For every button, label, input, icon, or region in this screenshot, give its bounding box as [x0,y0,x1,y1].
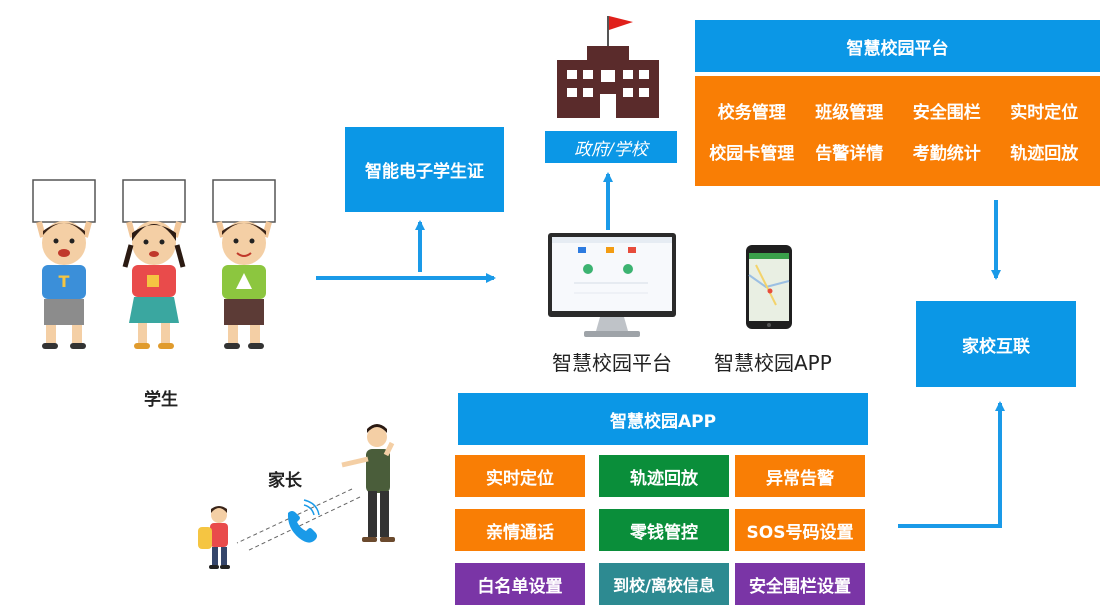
app-feature-3: 亲情通话 [455,509,585,551]
app-feature-1: 轨迹回放 [599,455,729,497]
arrow-app-to-home-school [898,401,1005,528]
app-feature-label: 白名单设置 [477,576,563,597]
student-id-card-label: 智能电子学生证 [365,162,484,182]
monitor-icon [548,233,676,337]
phone-icon [746,245,792,329]
platform-panel-title-label: 智慧校园平台 [846,38,949,59]
app-feature-2: 异常告警 [735,455,865,497]
app-caption: 智慧校园APP [714,351,832,375]
home-school-label: 家校互联 [962,336,1030,357]
child-figure [198,506,230,569]
platform-feature: 考勤统计 [912,144,981,164]
platform-feature: 告警详情 [815,144,884,164]
platform-panel-title: 智慧校园平台 [695,20,1100,72]
app-feature-6: 白名单设置 [455,563,585,605]
app-feature-label: 异常告警 [766,468,834,489]
app-feature-0: 实时定位 [455,455,585,497]
app-feature-label: SOS号码设置 [746,522,854,543]
platform-feature: 轨迹回放 [1010,144,1079,164]
school-building-icon [557,16,659,118]
platform-panel-features: 校务管理 班级管理 安全围栏 实时定位 校园卡管理 告警详情 考勤统计 轨迹回放 [695,76,1100,186]
parent-figure [341,424,395,542]
parent-child-illustration [198,424,395,569]
app-panel-title-label: 智慧校园APP [609,411,717,432]
student-3 [212,179,276,349]
svg-text:T: T [59,272,70,291]
gov-school-node: 政府/学校 [545,131,677,163]
app-feature-7: 到校/离校信息 [599,563,729,605]
app-feature-5: SOS号码设置 [735,509,865,551]
students-illustration: T [32,179,276,349]
phone-call-icon [287,499,320,543]
home-school-node: 家校互联 [916,301,1076,387]
platform-feature: 校务管理 [717,103,786,123]
platform-feature: 校园卡管理 [709,144,795,164]
platform-caption: 智慧校园平台 [552,351,672,375]
app-feature-8: 安全围栏设置 [735,563,865,605]
app-feature-label: 实时定位 [486,468,554,489]
app-feature-label: 轨迹回放 [630,468,698,489]
app-feature-4: 零钱管控 [599,509,729,551]
app-panel-title: 智慧校园APP [458,393,868,445]
app-feature-label: 零钱管控 [630,522,698,543]
students-label: 学生 [144,390,178,410]
student-id-card-node: 智能电子学生证 [345,127,504,212]
platform-feature: 安全围栏 [912,103,981,123]
app-feature-label: 安全围栏设置 [749,576,851,597]
gov-school-label: 政府/学校 [574,139,648,160]
platform-feature: 实时定位 [1010,103,1079,123]
platform-feature: 班级管理 [815,103,884,123]
parents-label: 家长 [268,471,302,491]
app-feature-label: 到校/离校信息 [613,576,715,595]
student-2 [122,179,186,349]
student-1: T [32,179,96,349]
flag-icon [609,16,633,30]
app-feature-label: 亲情通话 [486,522,554,543]
